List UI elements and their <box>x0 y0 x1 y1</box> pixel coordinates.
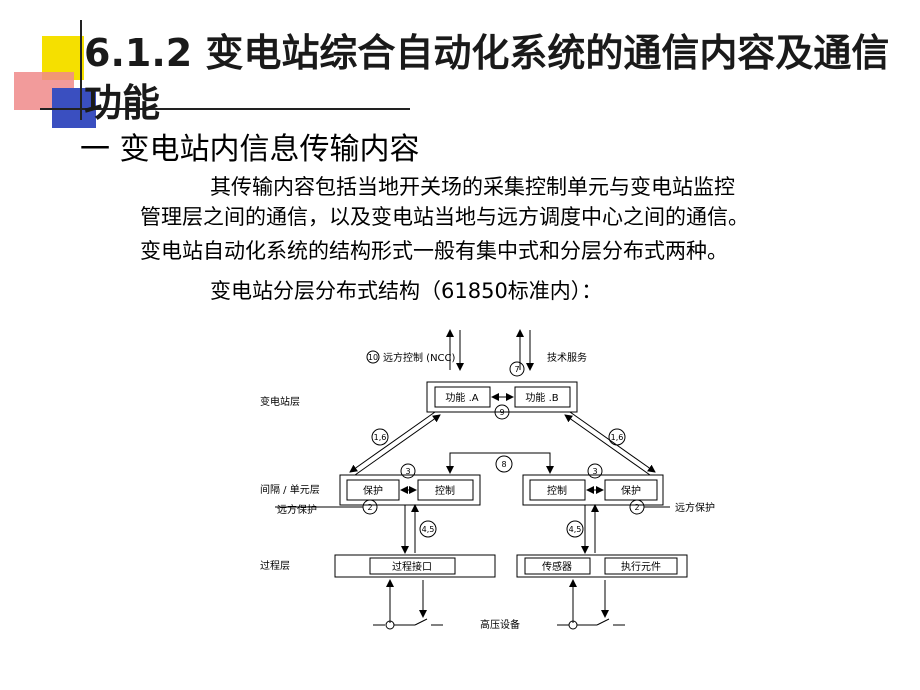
num-8-circle <box>495 455 513 473</box>
num-2-right-label: 2 <box>634 503 639 512</box>
bay-layer-label: 间隔 / 单元层 <box>260 483 320 496</box>
function-b-label: 功能 .B <box>525 391 558 404</box>
process-right-box <box>516 554 688 578</box>
paragraph-line-4: 变电站分层分布式结构（61850标准内）： <box>210 279 603 303</box>
num-16-left-circle <box>371 428 389 446</box>
control-right-box <box>529 479 586 501</box>
control-left-box <box>417 479 474 501</box>
function-a-label: 功能 .A <box>445 391 478 404</box>
sensor-box <box>524 557 591 575</box>
bay-left-box <box>339 474 481 506</box>
remote-control-ncc-label: 远方控制 (NCC) <box>383 351 456 364</box>
num-3-left-label: 3 <box>405 467 410 476</box>
function-b-box <box>514 386 571 408</box>
substation-architecture-diagram: 10 远方控制 (NCC) 技术服务 7 变电站层 功能 .A 功能 .B 9 … <box>260 329 715 631</box>
sensor-label: 传感器 <box>542 560 572 573</box>
actuator-label: 执行元件 <box>621 560 661 573</box>
num-16-left-label: 1,6 <box>374 433 387 442</box>
protect-left-box <box>346 479 400 501</box>
deco-horizontal-line <box>40 108 410 110</box>
station-layer-label: 变电站层 <box>260 395 300 408</box>
hv-equipment-label: 高压设备 <box>480 618 520 631</box>
num-45-right-label: 4,5 <box>569 525 582 534</box>
protect-right-label: 保护 <box>621 484 641 497</box>
num-45-right-circle <box>566 520 584 538</box>
num-7-circle <box>509 361 525 377</box>
num-10-label: 10 <box>368 353 378 362</box>
actuator-box <box>604 557 678 575</box>
num-16-right-circle <box>608 428 626 446</box>
paragraph-line-2: 管理层之间的通信，以及变电站当地与远方调度中心之间的通信。 <box>140 205 749 229</box>
slide-title: 6.1.2 变电站综合自动化系统的通信内容及通信功能 <box>84 31 890 125</box>
num-3-right-label: 3 <box>592 467 597 476</box>
num-8-label: 8 <box>501 460 506 469</box>
remote-protection-left-label: 远方保护 <box>277 503 317 516</box>
protect-right-box <box>604 479 658 501</box>
protect-left-label: 保护 <box>363 484 383 497</box>
function-a-box <box>434 386 491 408</box>
num-45-left-label: 4,5 <box>422 525 435 534</box>
process-left-box <box>334 554 496 578</box>
section-heading: 一 变电站内信息传输内容 <box>80 132 420 167</box>
process-interface-label: 过程接口 <box>392 560 432 573</box>
num-2-left-label: 2 <box>367 503 372 512</box>
num-7-label: 7 <box>514 365 519 374</box>
control-left-label: 控制 <box>435 484 455 497</box>
remote-protection-right-label: 远方保护 <box>675 501 715 514</box>
num-9-circle <box>494 404 510 420</box>
num-9-label: 9 <box>499 408 504 417</box>
deco-vertical-line <box>80 20 82 120</box>
paragraph-line-1: 其传输内容包括当地开关场的采集控制单元与变电站监控 <box>210 175 735 199</box>
process-layer-label: 过程层 <box>260 559 290 572</box>
control-right-label: 控制 <box>547 484 567 497</box>
process-interface-box <box>369 557 456 575</box>
station-layer-box <box>426 381 578 413</box>
num-45-left-circle <box>419 520 437 538</box>
num-16-right-label: 1,6 <box>611 433 624 442</box>
paragraph-line-3: 变电站自动化系统的结构形式一般有集中式和分层分布式两种。 <box>140 239 728 263</box>
technical-service-label: 技术服务 <box>547 351 587 364</box>
num-3-left-circle <box>400 463 416 479</box>
num-3-right-circle <box>587 463 603 479</box>
